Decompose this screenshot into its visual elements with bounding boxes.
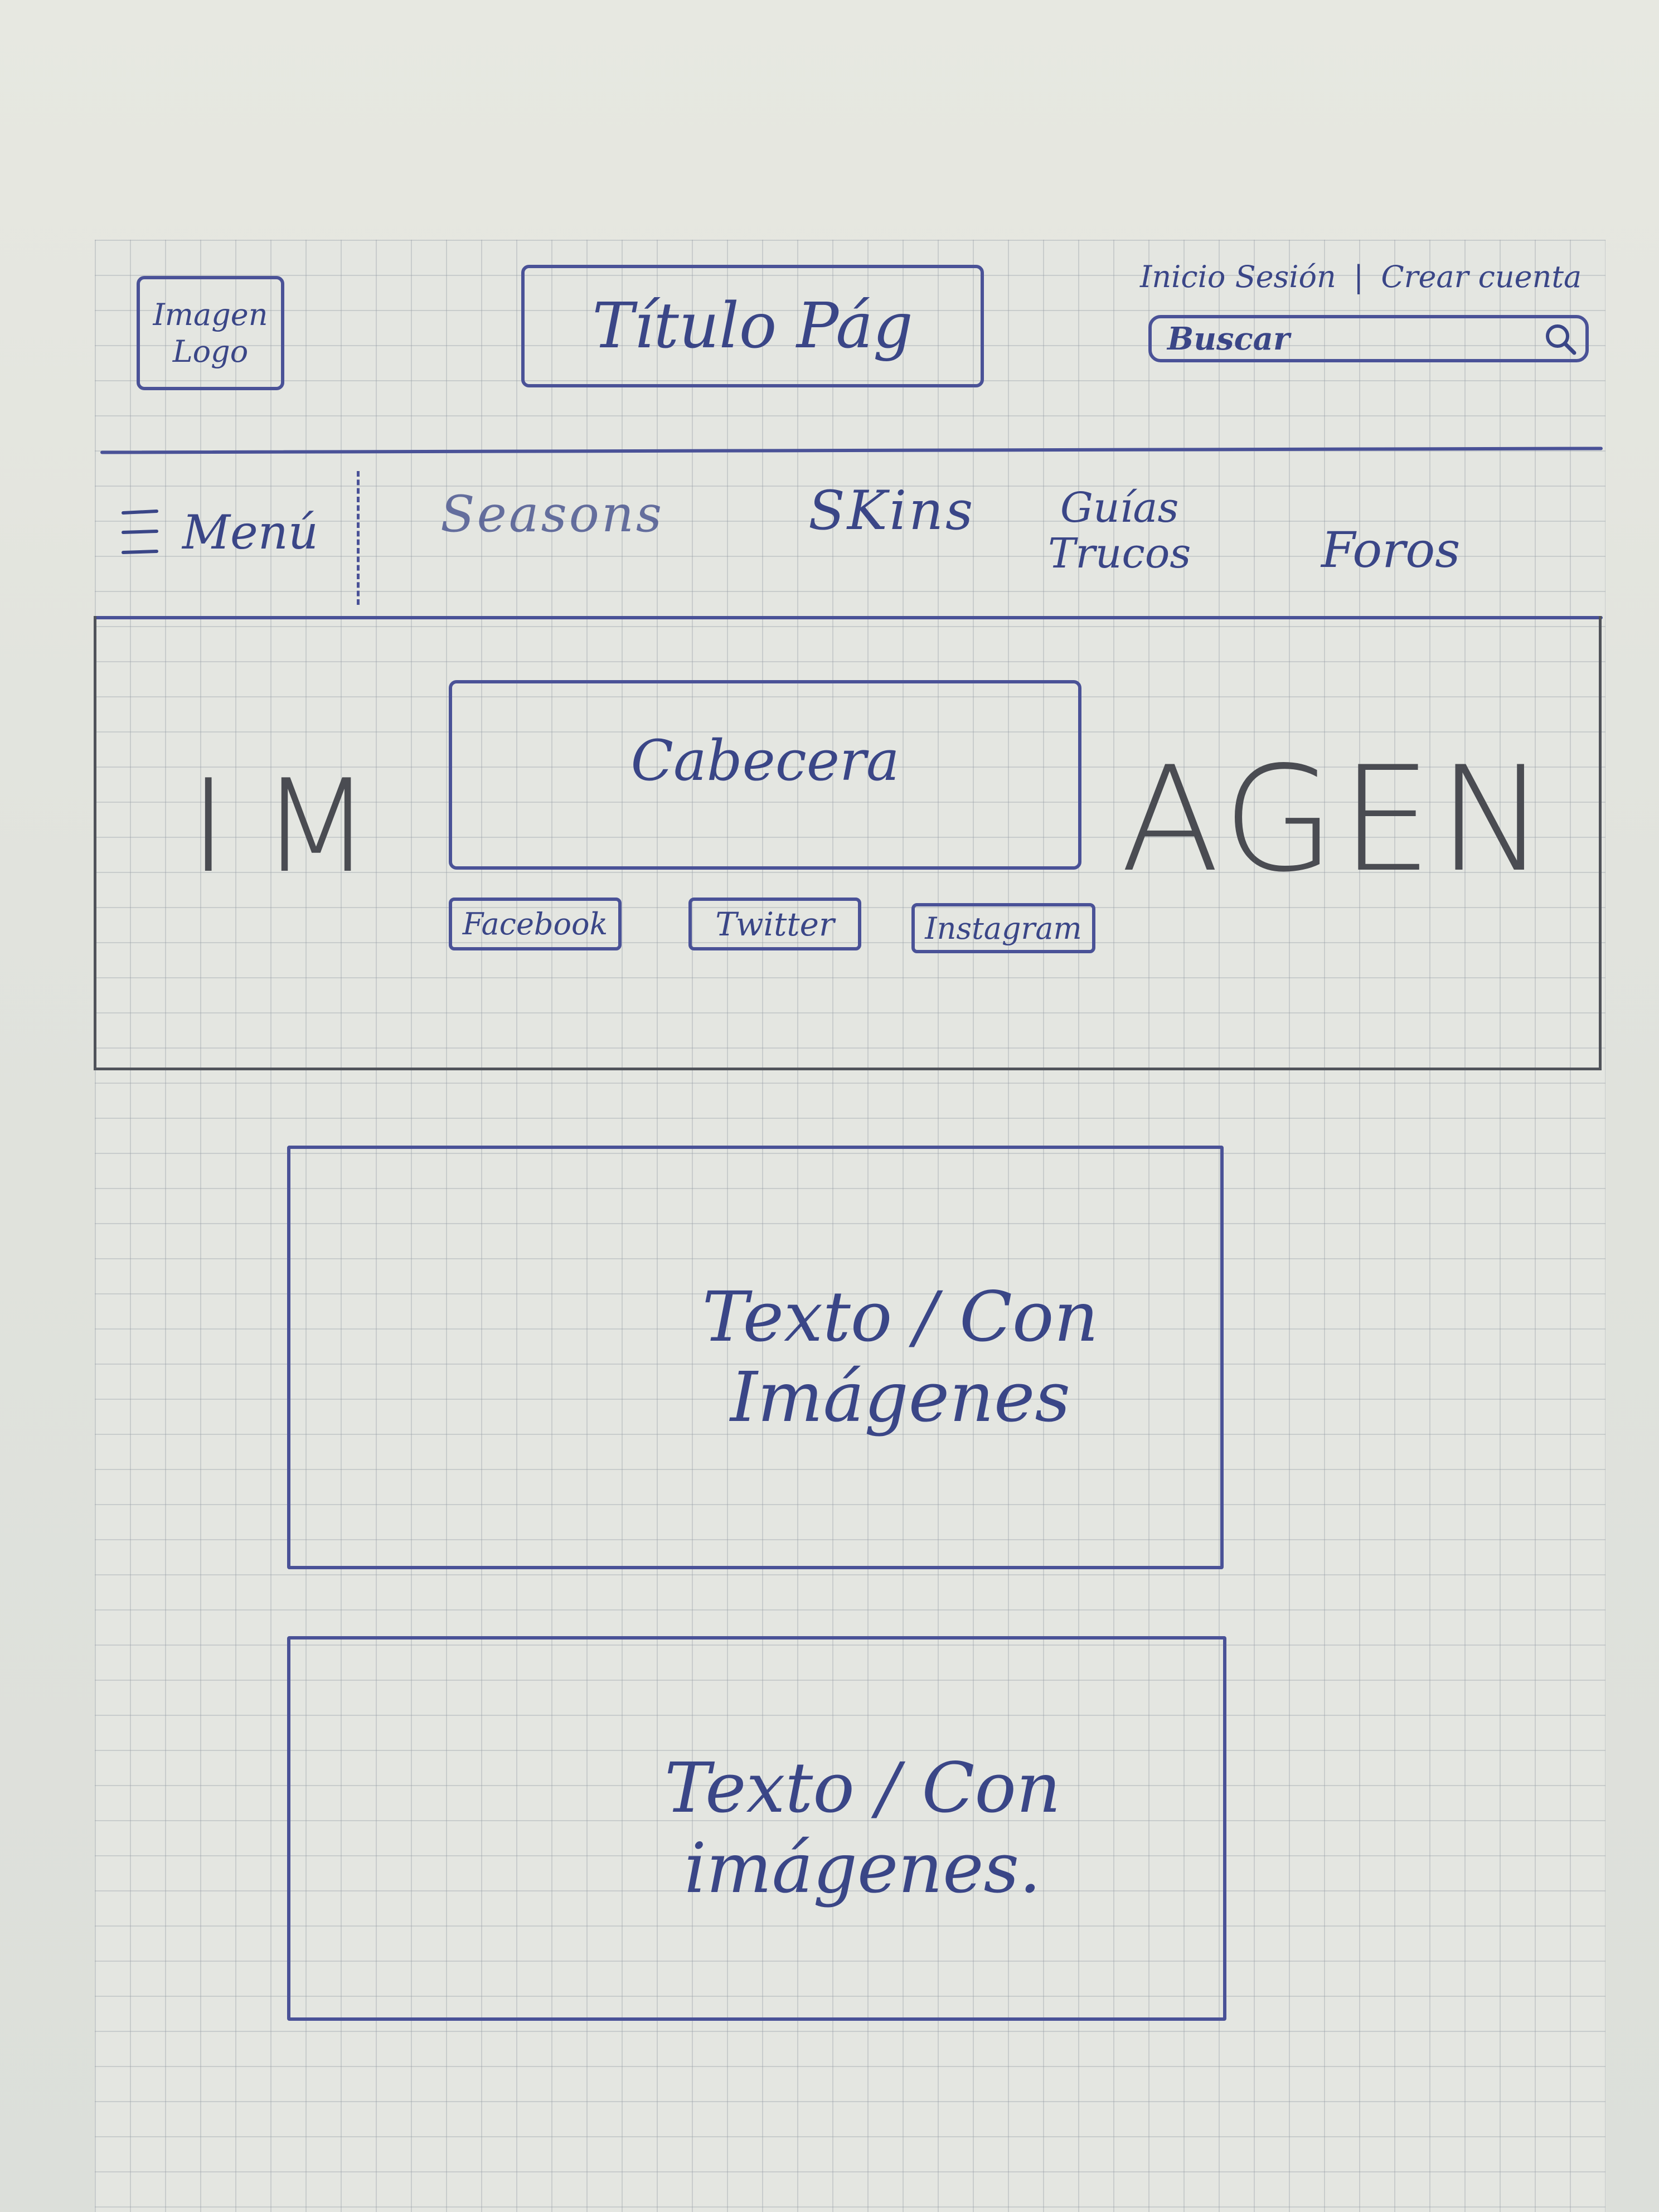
content-block-2-text: Texto / Con imágenes. [664, 1748, 1061, 1909]
nav-item-forums[interactable]: Foros [1321, 521, 1461, 579]
nav-divider [95, 616, 1603, 619]
content-block-1-text: Texto / Con Imágenes [702, 1277, 1099, 1438]
hero-heading: Cabecera [630, 728, 900, 793]
logo-line-2: Logo [172, 333, 249, 369]
nav-item-skins[interactable]: SKins [808, 479, 976, 542]
nav-guides-line-2: Trucos [1048, 530, 1191, 578]
hero-bg-text-left: IM [190, 753, 405, 901]
content-block-1: Texto / Con Imágenes [287, 1146, 1224, 1569]
nav-item-seasons[interactable]: Seasons [440, 485, 664, 544]
logo-box[interactable]: Imagen Logo [137, 276, 284, 390]
twitter-button[interactable]: Twitter [688, 898, 861, 950]
menu-button[interactable]: Menú [120, 502, 318, 563]
logo-line-1: Imagen [153, 297, 268, 332]
search-input[interactable]: Buscar [1148, 315, 1589, 362]
content-block-2: Texto / Con imágenes. [287, 1636, 1226, 2021]
auth-links: Inicio Sesión | Crear cuenta [1140, 259, 1582, 294]
instagram-label: Instagram [925, 910, 1082, 946]
hero-image-area [94, 616, 1602, 1070]
login-link[interactable]: Inicio Sesión [1140, 259, 1336, 294]
nav-guides-line-1: Guías [1060, 484, 1179, 532]
search-icon[interactable] [1543, 322, 1578, 356]
menu-label: Menú [182, 505, 318, 560]
hero-heading-box: Cabecera [449, 680, 1081, 870]
auth-separator: | [1353, 259, 1364, 294]
search-placeholder: Buscar [1167, 321, 1290, 357]
hero-bg-text-right: AGEN [1120, 736, 1552, 904]
hamburger-icon [122, 510, 158, 554]
signup-link[interactable]: Crear cuenta [1381, 259, 1582, 294]
nav-item-guides[interactable]: Guías Trucos [1048, 485, 1191, 576]
twitter-label: Twitter [715, 905, 835, 943]
nav-separator [357, 471, 360, 605]
grid-paper [95, 240, 1605, 2212]
page-title: Título Pág [592, 290, 913, 362]
facebook-button[interactable]: Facebook [449, 898, 622, 950]
instagram-button[interactable]: Instagram [911, 903, 1095, 953]
page-title-box: Título Pág [521, 265, 984, 387]
facebook-label: Facebook [462, 906, 608, 942]
